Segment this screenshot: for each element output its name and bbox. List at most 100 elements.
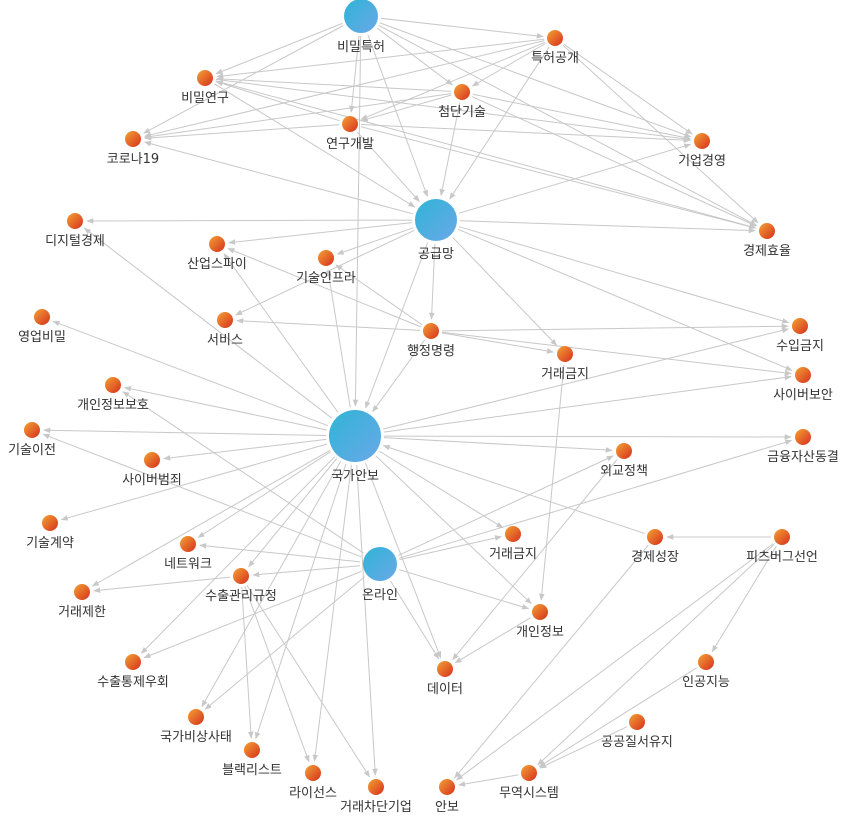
node-circle[interactable] — [329, 410, 381, 462]
node-n19[interactable]: 개인정보보호 — [77, 377, 149, 413]
node-circle[interactable] — [42, 515, 58, 531]
node-n18[interactable]: 사이버보안 — [773, 367, 833, 403]
edge-n30-n37 — [204, 576, 365, 710]
node-label: 산업스파이 — [187, 257, 247, 272]
edge-n20-n40 — [312, 464, 352, 762]
node-n29[interactable]: 네트워크 — [164, 536, 212, 572]
node-circle[interactable] — [547, 30, 563, 46]
node-n26[interactable]: 거래금지 — [489, 526, 537, 562]
node-n24[interactable]: 외교정책 — [600, 443, 648, 479]
node-n41[interactable]: 무역시스템 — [499, 765, 559, 801]
node-circle[interactable] — [795, 367, 811, 383]
node-circle[interactable] — [698, 654, 714, 670]
node-circle[interactable] — [233, 568, 249, 584]
node-n30[interactable]: 온라인 — [362, 547, 398, 603]
node-circle[interactable] — [454, 84, 470, 100]
node-n28[interactable]: 피츠버그선언 — [746, 529, 818, 565]
node-circle[interactable] — [305, 765, 321, 781]
node-n27[interactable]: 경제성장 — [631, 529, 679, 565]
node-circle[interactable] — [67, 213, 83, 229]
node-circle[interactable] — [423, 323, 439, 339]
node-circle[interactable] — [342, 116, 358, 132]
node-n39[interactable]: 블랙리스트 — [222, 742, 282, 778]
node-n02[interactable]: 특허공개 — [531, 30, 579, 66]
node-n32[interactable]: 거래제한 — [58, 584, 106, 620]
node-n05[interactable]: 연구개발 — [326, 116, 374, 152]
node-circle[interactable] — [217, 312, 233, 328]
node-circle[interactable] — [792, 318, 808, 334]
node-circle[interactable] — [759, 223, 775, 239]
node-label: 라이선스 — [289, 786, 337, 801]
node-circle[interactable] — [795, 429, 811, 445]
node-circle[interactable] — [647, 529, 663, 545]
node-n11[interactable]: 산업스파이 — [187, 236, 247, 272]
node-circle[interactable] — [439, 779, 455, 795]
node-n23[interactable]: 사이버범죄 — [122, 452, 182, 488]
node-n15[interactable]: 행정명령 — [407, 323, 455, 359]
node-n31[interactable]: 수출관리규정 — [205, 568, 277, 604]
node-n12[interactable]: 기술인프라 — [296, 250, 356, 286]
node-n43[interactable]: 안보 — [435, 779, 459, 815]
node-n13[interactable]: 영업비밀 — [18, 309, 66, 345]
node-n08[interactable]: 공급망 — [415, 199, 457, 262]
node-circle[interactable] — [34, 309, 50, 325]
node-circle[interactable] — [24, 422, 40, 438]
edge-n20-n13 — [52, 320, 329, 427]
node-circle[interactable] — [197, 70, 213, 86]
node-circle[interactable] — [557, 346, 573, 362]
node-circle[interactable] — [415, 199, 457, 241]
node-n42[interactable]: 거래차단기업 — [340, 779, 412, 815]
node-circle[interactable] — [188, 709, 204, 725]
node-n16[interactable]: 수입금지 — [776, 318, 824, 354]
node-n22[interactable]: 금융자산동결 — [767, 429, 839, 465]
node-circle[interactable] — [368, 779, 384, 795]
node-circle[interactable] — [521, 765, 537, 781]
node-n04[interactable]: 첨단기술 — [438, 84, 486, 120]
node-circle[interactable] — [244, 742, 260, 758]
node-circle[interactable] — [437, 661, 453, 677]
node-circle[interactable] — [774, 529, 790, 545]
node-label: 무역시스템 — [499, 786, 559, 801]
node-circle[interactable] — [105, 377, 121, 393]
node-n33[interactable]: 개인정보 — [516, 604, 564, 640]
edge-n15-n12 — [335, 264, 423, 326]
node-circle[interactable] — [694, 133, 710, 149]
node-circle[interactable] — [318, 250, 334, 266]
node-circle[interactable] — [616, 443, 632, 459]
edge-n08-n12 — [336, 227, 414, 255]
node-n14[interactable]: 서비스 — [207, 312, 243, 348]
node-n36[interactable]: 인공지능 — [682, 654, 730, 690]
node-circle[interactable] — [180, 536, 196, 552]
node-n07[interactable]: 기업경영 — [678, 133, 726, 169]
node-circle[interactable] — [532, 604, 548, 620]
node-n17[interactable]: 거래금지 — [541, 346, 589, 382]
node-circle[interactable] — [125, 131, 141, 147]
node-circle[interactable] — [344, 0, 378, 33]
node-n34[interactable]: 수출통제우회 — [97, 654, 169, 690]
node-circle[interactable] — [125, 654, 141, 670]
node-n37[interactable]: 국가비상사태 — [160, 709, 232, 745]
node-n25[interactable]: 기술계약 — [26, 515, 74, 551]
node-n35[interactable]: 데이터 — [427, 661, 463, 697]
node-n06[interactable]: 코로나19 — [107, 131, 159, 167]
node-circle[interactable] — [629, 714, 645, 730]
node-n09[interactable]: 디지털경제 — [45, 213, 105, 249]
edge-n02-n03 — [216, 38, 545, 79]
node-n03[interactable]: 비밀연구 — [181, 70, 229, 106]
node-n01[interactable]: 비밀특허 — [337, 0, 385, 55]
node-n20[interactable]: 국가안보 — [329, 410, 381, 484]
edge-n30-n34 — [143, 570, 362, 659]
node-n10[interactable]: 경제효율 — [743, 223, 791, 259]
edge-n30-n19 — [122, 391, 364, 554]
node-circle[interactable] — [505, 526, 521, 542]
edge-n15-n16 — [441, 323, 789, 332]
edge-n02-n08 — [449, 46, 550, 200]
node-n21[interactable]: 기술이전 — [8, 422, 56, 458]
node-circle[interactable] — [209, 236, 225, 252]
edge-n04-n03 — [216, 76, 452, 92]
node-circle[interactable] — [74, 584, 90, 600]
node-circle[interactable] — [144, 452, 160, 468]
node-n38[interactable]: 공공질서유지 — [601, 714, 673, 750]
node-n40[interactable]: 라이선스 — [289, 765, 337, 801]
node-circle[interactable] — [363, 547, 397, 581]
